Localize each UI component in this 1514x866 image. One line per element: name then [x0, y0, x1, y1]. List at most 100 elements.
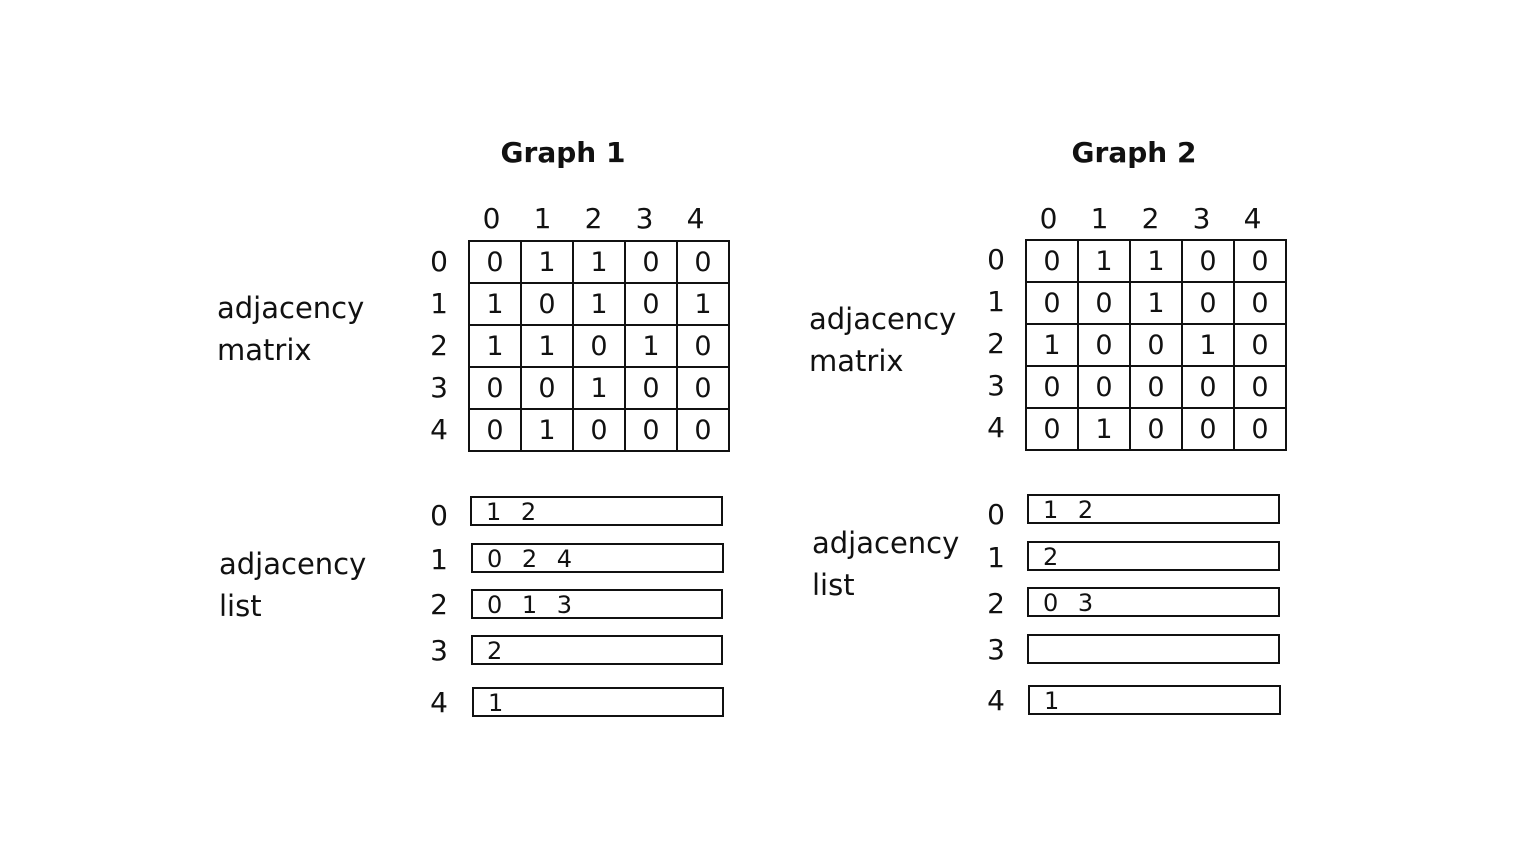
list-header: 1	[430, 543, 448, 576]
matrix-cell: 1	[624, 324, 678, 368]
matrix-cell: 0	[1077, 365, 1131, 409]
label-line: adjacency	[217, 291, 365, 325]
adjacency-list-label: adjacency list	[219, 543, 366, 627]
matrix-row: 0 1 1 0 0	[1025, 239, 1287, 283]
column-header: 3	[1192, 202, 1211, 235]
matrix-cell: 1	[1129, 239, 1183, 283]
matrix-row: 0 0 0 0 0	[1025, 365, 1287, 409]
matrix-cell: 0	[676, 366, 730, 410]
matrix-cell: 1	[1077, 239, 1131, 283]
matrix-cell: 0	[1233, 239, 1287, 283]
matrix-cell: 0	[1025, 281, 1079, 325]
matrix-cell: 1	[572, 366, 626, 410]
list-entry: 1	[472, 687, 724, 717]
matrix-cell: 1	[1129, 281, 1183, 325]
matrix-cell: 0	[624, 282, 678, 326]
list-entry: 2	[471, 635, 723, 665]
label-line: matrix	[809, 344, 904, 378]
matrix-cell: 0	[1181, 407, 1235, 451]
adjacency-matrix: 0 1 1 0 0 1 0 1 0 1 1 1 0 1 0 0 0 1 0 0	[468, 240, 730, 452]
row-header: 4	[987, 411, 1005, 444]
matrix-cell: 0	[1129, 323, 1183, 367]
matrix-cell: 0	[572, 408, 626, 452]
matrix-cell: 0	[1233, 407, 1287, 451]
matrix-cell: 1	[676, 282, 730, 326]
list-entry	[1027, 634, 1280, 664]
matrix-cell: 0	[572, 324, 626, 368]
matrix-cell: 0	[1233, 365, 1287, 409]
row-header: 2	[430, 329, 448, 362]
label-line: list	[812, 568, 855, 602]
list-header: 2	[987, 587, 1005, 620]
matrix-cell: 0	[1129, 407, 1183, 451]
list-header: 2	[430, 588, 448, 621]
matrix-cell: 0	[520, 366, 574, 410]
row-header: 1	[430, 287, 448, 320]
matrix-cell: 0	[1077, 323, 1131, 367]
matrix-cell: 0	[1233, 323, 1287, 367]
matrix-row: 1 0 0 1 0	[1025, 323, 1287, 367]
row-header: 2	[987, 327, 1005, 360]
column-header: 1	[1090, 202, 1109, 235]
list-header: 0	[430, 499, 448, 532]
column-header: 1	[533, 202, 552, 235]
list-header: 3	[430, 634, 448, 667]
row-header: 3	[430, 371, 448, 404]
list-entry: 0 1 3	[471, 589, 723, 619]
graph-2-panel: Graph 2 adjacency matrix 0 1 2 3 4 0 1 2…	[757, 0, 1514, 866]
label-line: list	[219, 589, 262, 623]
matrix-cell: 0	[1025, 365, 1079, 409]
matrix-cell: 0	[1181, 281, 1235, 325]
list-entry: 1 2	[1027, 494, 1280, 524]
matrix-cell: 0	[468, 240, 522, 284]
matrix-cell: 0	[624, 408, 678, 452]
list-header: 0	[987, 498, 1005, 531]
matrix-cell: 0	[1181, 239, 1235, 283]
matrix-cell: 0	[676, 240, 730, 284]
label-line: adjacency	[219, 547, 367, 581]
matrix-cell: 1	[520, 240, 574, 284]
matrix-row: 1 1 0 1 0	[468, 324, 730, 368]
list-entry: 0 2 4	[471, 543, 724, 573]
label-line: adjacency	[812, 526, 960, 560]
adjacency-matrix-label: adjacency matrix	[809, 298, 956, 382]
matrix-column-headers: 0 1 2 3 4	[466, 202, 722, 236]
matrix-row: 0 1 1 0 0	[468, 240, 730, 284]
matrix-cell: 1	[520, 324, 574, 368]
list-header: 3	[987, 633, 1005, 666]
matrix-cell: 0	[624, 366, 678, 410]
row-header: 1	[987, 285, 1005, 318]
list-header: 1	[987, 541, 1005, 574]
matrix-row: 0 0 1 0 0	[468, 366, 730, 410]
matrix-cell: 0	[468, 408, 522, 452]
column-header: 2	[1141, 202, 1160, 235]
matrix-cell: 1	[520, 408, 574, 452]
matrix-cell: 1	[1077, 407, 1131, 451]
matrix-cell: 0	[676, 324, 730, 368]
column-header: 0	[1039, 202, 1058, 235]
matrix-cell: 1	[1025, 323, 1079, 367]
column-header: 4	[1243, 202, 1262, 235]
adjacency-list-label: adjacency list	[812, 522, 959, 606]
row-header: 3	[987, 369, 1005, 402]
matrix-cell: 0	[1129, 365, 1183, 409]
matrix-cell: 0	[468, 366, 522, 410]
matrix-column-headers: 0 1 2 3 4	[1023, 202, 1279, 236]
matrix-cell: 0	[1181, 365, 1235, 409]
matrix-cell: 0	[1077, 281, 1131, 325]
matrix-cell: 0	[1025, 239, 1079, 283]
matrix-cell: 0	[676, 408, 730, 452]
list-entry: 1 2	[470, 496, 723, 526]
matrix-row: 0 0 1 0 0	[1025, 281, 1287, 325]
column-header: 4	[686, 202, 705, 235]
list-entry: 0 3	[1027, 587, 1280, 617]
list-header: 4	[987, 684, 1005, 717]
column-header: 3	[635, 202, 654, 235]
label-line: matrix	[217, 333, 312, 367]
list-entry: 2	[1027, 541, 1280, 571]
matrix-cell: 0	[520, 282, 574, 326]
matrix-cell: 1	[468, 282, 522, 326]
matrix-cell: 0	[624, 240, 678, 284]
matrix-cell: 1	[468, 324, 522, 368]
matrix-row: 0 1 0 0 0	[1025, 407, 1287, 451]
